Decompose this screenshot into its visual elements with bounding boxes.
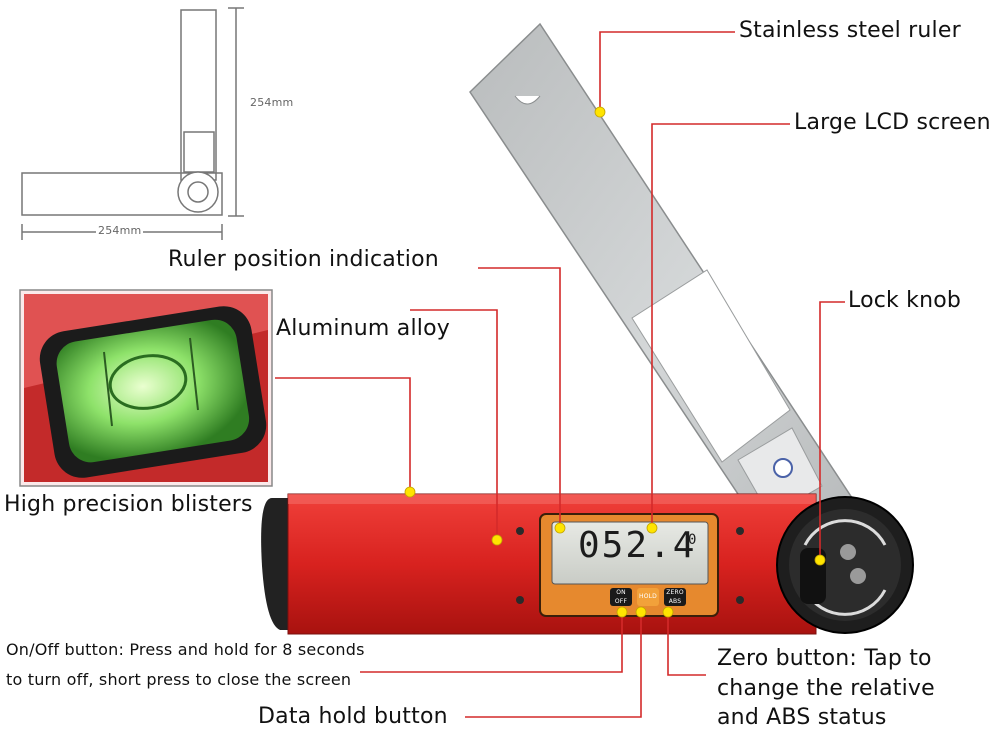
- on-off-button[interactable]: ON OFF: [610, 588, 632, 606]
- label-ruler-position: Ruler position indication: [168, 247, 439, 272]
- leader-lines: [275, 31, 845, 718]
- zero-button[interactable]: ZERO ABS: [664, 588, 686, 606]
- label-zero-3: and ABS status: [717, 705, 887, 730]
- lcd-reading: 052.4: [578, 525, 697, 566]
- callout-markers: [404, 106, 826, 618]
- hold-button[interactable]: HOLD: [637, 588, 659, 606]
- lock-knob-assembly: [776, 496, 914, 634]
- bubble: [108, 354, 188, 410]
- label-aluminum: Aluminum alloy: [276, 316, 450, 341]
- label-onoff-1: On/Off button: Press and hold for 8 seco…: [6, 640, 365, 659]
- label-zero-1: Zero button: Tap to: [717, 646, 932, 671]
- blister-inset: [19, 289, 273, 487]
- label-lcd-screen: Large LCD screen: [794, 110, 991, 135]
- lcd-degree: 0: [688, 532, 697, 548]
- width-dimension: 254mm: [96, 224, 144, 237]
- label-zero-2: change the relative: [717, 676, 935, 701]
- label-blisters: High precision blisters: [4, 492, 253, 517]
- label-data-hold: Data hold button: [258, 704, 448, 729]
- label-steel-ruler: Stainless steel ruler: [739, 18, 961, 43]
- label-lock-knob: Lock knob: [848, 288, 962, 313]
- dimension-drawing: [21, 7, 244, 240]
- height-dimension: 254mm: [250, 96, 294, 109]
- aluminum-body: [261, 493, 817, 635]
- end-handle: [261, 498, 292, 630]
- label-onoff-2: to turn off, short press to close the sc…: [6, 670, 352, 689]
